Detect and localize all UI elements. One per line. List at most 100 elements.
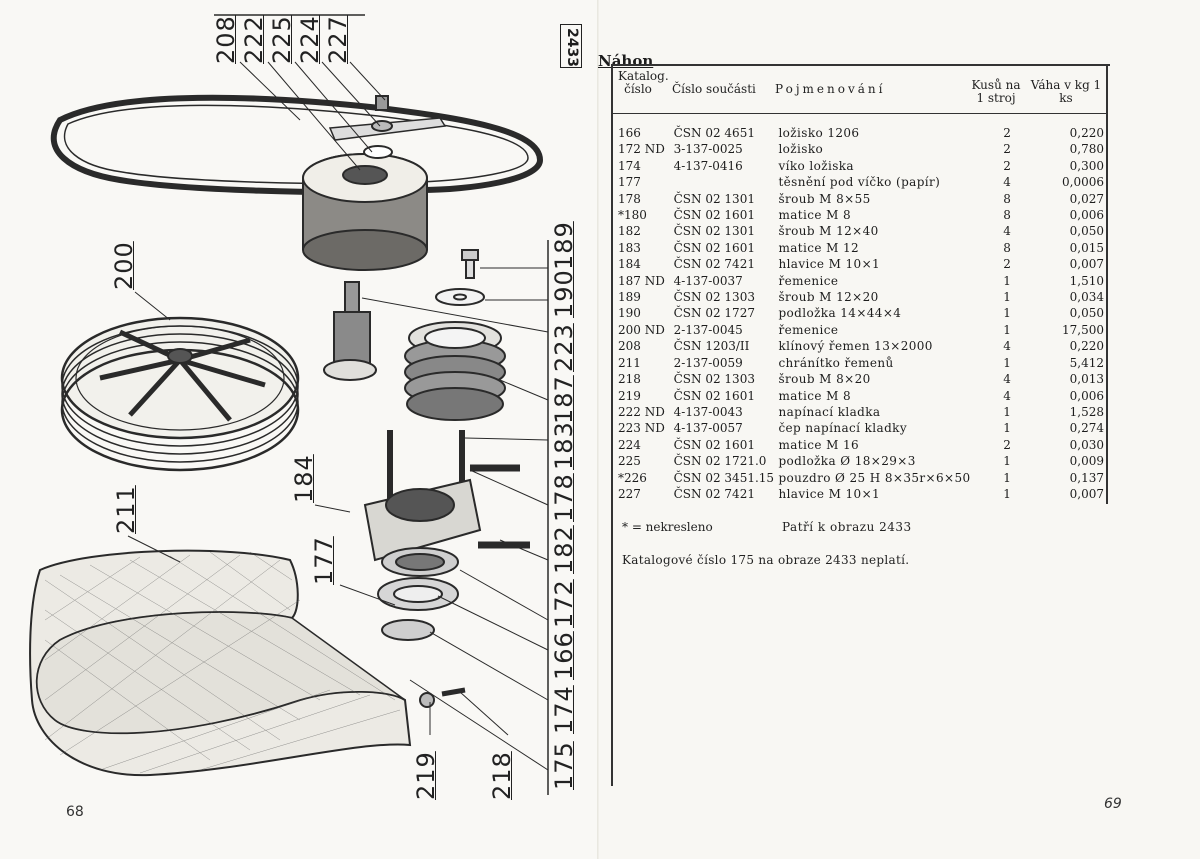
- part-catalog-number: 225: [618, 454, 641, 469]
- header-pojmenovani: Pojmenování: [775, 82, 886, 96]
- part-catalog-number: 218: [618, 372, 641, 387]
- footnote-asterisk: * = nekresleno: [622, 520, 713, 534]
- part-name: šroub M 12×40: [778, 224, 879, 239]
- part-weight: 0,009: [1069, 454, 1104, 469]
- callout-177: 177: [310, 536, 338, 585]
- part-quantity: 1: [1003, 306, 1011, 321]
- callout-166: 166: [550, 631, 578, 680]
- part-catalog-number: 224: [618, 437, 641, 452]
- part-catalog-number: 172 ND: [618, 142, 665, 157]
- part-name: šroub M 8×20: [778, 372, 871, 387]
- part-quantity: 4: [1003, 388, 1011, 403]
- part-name: matice M 16: [778, 437, 860, 452]
- part-catalog-number: 183: [618, 240, 641, 255]
- part-number: 2-137-0059: [673, 355, 743, 370]
- page-number-right: 69: [1104, 796, 1122, 812]
- part-quantity: 8: [1003, 208, 1011, 223]
- part-catalog-number: 227: [618, 486, 641, 501]
- callout-225: 225: [268, 15, 296, 64]
- part-quantity: 1: [1003, 273, 1011, 288]
- part-number: 4-137-0043: [673, 404, 743, 419]
- part-weight: 0,006: [1069, 208, 1104, 223]
- part-weight: 0,030: [1069, 437, 1104, 452]
- part-quantity: 4: [1003, 175, 1011, 190]
- table-frame: [611, 64, 1110, 786]
- part-catalog-number: 223 ND: [618, 421, 665, 436]
- footnote-reference: Patří k obrazu 2433: [782, 520, 912, 534]
- callout-222: 222: [240, 15, 268, 64]
- bearing-housing: [363, 478, 482, 641]
- part-number: ČSN 02 1721.0: [673, 454, 767, 469]
- part-name: chránítko řemenů: [778, 355, 894, 370]
- part-name: klínový řemen 13×2000: [778, 339, 933, 354]
- part-weight: 0,013: [1069, 372, 1104, 387]
- part-catalog-number: 189: [618, 290, 641, 305]
- exploded-assembly-drawing: [29, 14, 549, 795]
- part-number: ČSN 02 1601: [673, 388, 755, 403]
- part-name: čep napínací kladky: [778, 421, 908, 436]
- table-right-rule: [1106, 64, 1108, 504]
- part-weight: 0,137: [1069, 470, 1104, 485]
- belt-guard: [29, 549, 412, 777]
- part-quantity: 1: [1003, 404, 1011, 419]
- part-name: hlavice M 10×1: [778, 257, 881, 272]
- header-cislo-soucasti: Číslo součásti: [672, 82, 756, 96]
- part-number: 4-137-0416: [673, 158, 743, 173]
- part-quantity: 4: [1003, 224, 1011, 239]
- part-number: 2-137-0045: [673, 322, 743, 337]
- callout-190: 190: [550, 269, 578, 318]
- part-number: ČSN 02 7421: [673, 257, 755, 272]
- part-catalog-number: 184: [618, 257, 641, 272]
- part-quantity: 2: [1003, 158, 1011, 173]
- part-weight: 0,780: [1069, 142, 1104, 157]
- part-catalog-number: 182: [618, 224, 641, 239]
- part-name: hlavice M 10×1: [778, 486, 881, 501]
- part-catalog-number: 211: [618, 355, 641, 370]
- part-name: ložisko 1206: [778, 126, 860, 140]
- part-quantity: 8: [1003, 191, 1011, 206]
- callout-184: 184: [290, 454, 318, 503]
- part-quantity: 2: [1003, 437, 1011, 452]
- header-vaha: Váha v kg 1 ks: [1030, 78, 1102, 105]
- callout-227: 227: [324, 15, 352, 64]
- part-name: pouzdro Ø 25 H 8×35r×6×50: [778, 470, 971, 485]
- part-quantity: 1: [1003, 486, 1011, 501]
- table-header-rule: [611, 113, 1108, 114]
- part-weight: 0,034: [1069, 290, 1104, 305]
- part-catalog-number: 187 ND: [618, 273, 665, 288]
- part-weight: 0,007: [1069, 257, 1104, 272]
- part-number: 4-137-0057: [673, 421, 743, 436]
- part-catalog-number: 222 ND: [618, 404, 665, 419]
- part-catalog-number: 178: [618, 191, 641, 206]
- tension-pulley: [302, 153, 428, 271]
- part-name: matice M 12: [778, 240, 860, 255]
- part-quantity: 2: [1003, 142, 1011, 157]
- callout-178: 178: [550, 473, 578, 522]
- main-pulley: [60, 316, 300, 472]
- part-number: ČSN 02 1301: [673, 191, 755, 206]
- part-weight: 1,528: [1069, 404, 1104, 419]
- part-weight: 0,274: [1069, 421, 1104, 436]
- part-name: podložka Ø 18×29×3: [778, 454, 916, 469]
- page-fold: [597, 0, 599, 859]
- part-weight: 1,510: [1069, 273, 1104, 288]
- callout-223: 223: [550, 323, 578, 372]
- part-quantity: 1: [1003, 421, 1011, 436]
- callout-174: 174: [550, 685, 578, 734]
- callout-218: 218: [488, 751, 516, 800]
- part-catalog-number: 174: [618, 158, 641, 173]
- part-name: ložisko: [778, 142, 824, 157]
- part-name: matice M 8: [778, 208, 852, 223]
